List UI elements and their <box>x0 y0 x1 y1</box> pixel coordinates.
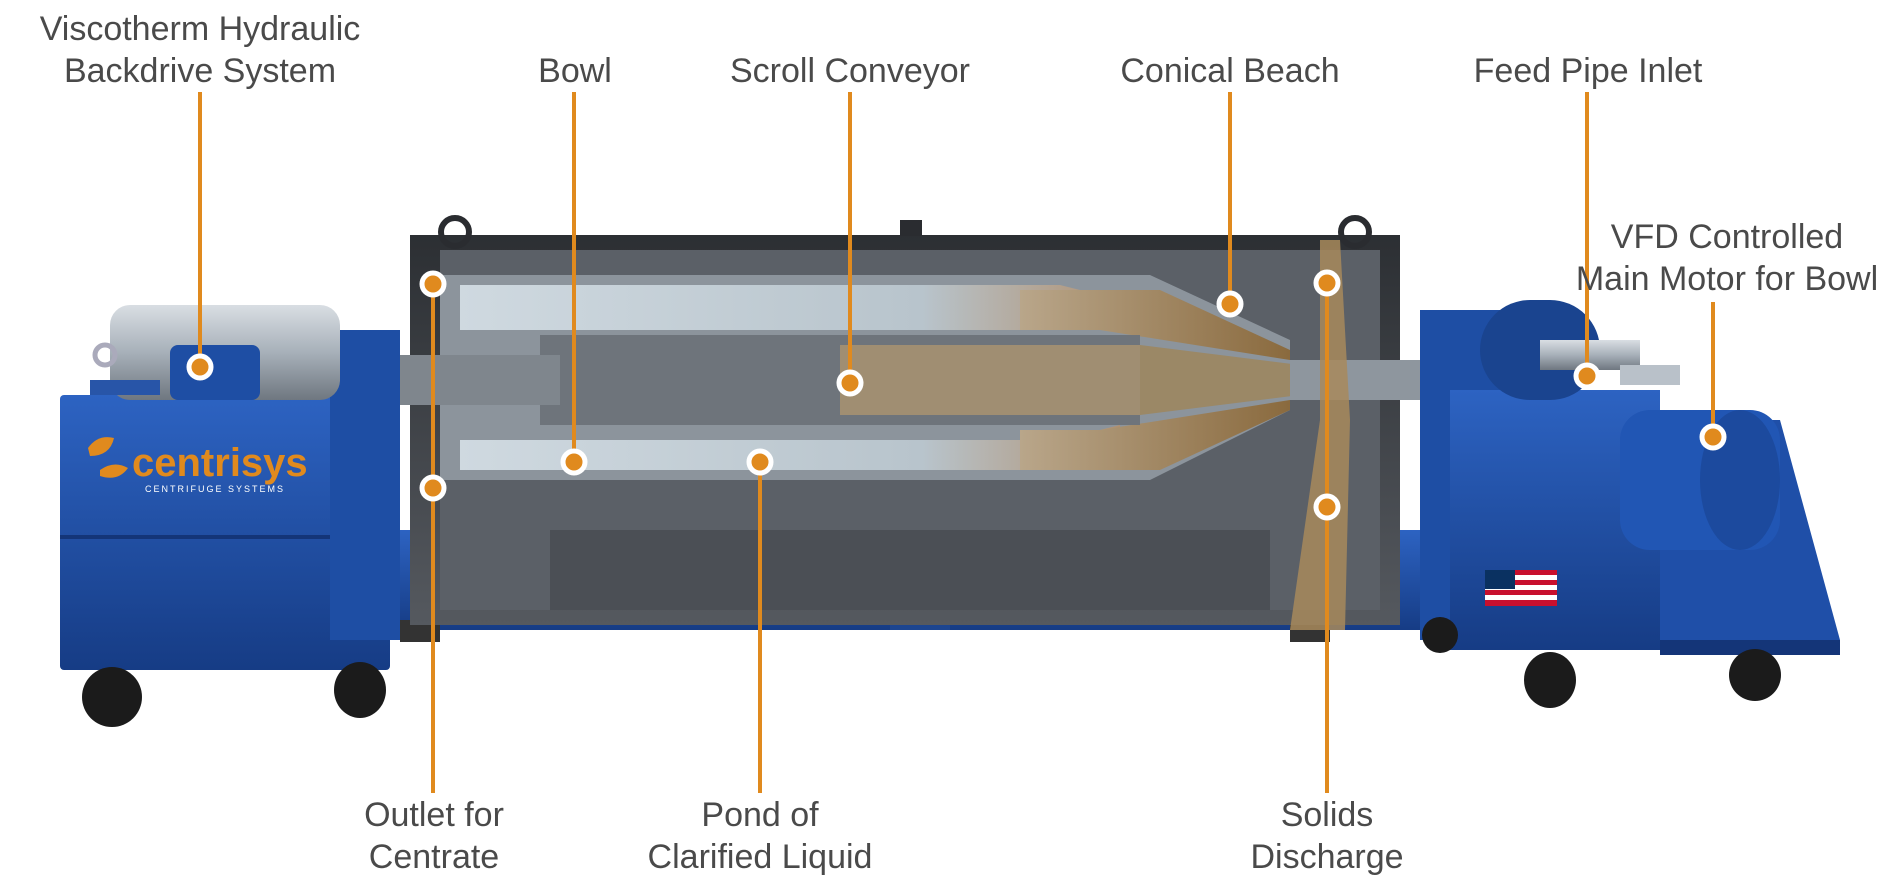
marker-solids-bottom <box>1313 493 1341 521</box>
right-drive-assembly <box>1420 300 1840 708</box>
marker-beach <box>1216 290 1244 318</box>
label-scroll: Scroll Conveyor <box>730 50 970 92</box>
scroll-conveyor <box>400 335 1420 425</box>
bowl-shell <box>440 275 1290 480</box>
label-backdrive-line1: Viscotherm Hydraulic <box>39 10 361 48</box>
label-feed-line1: Feed Pipe Inlet <box>1473 52 1703 90</box>
marker-solids-top <box>1313 269 1341 297</box>
label-beach-line1: Conical Beach <box>1120 52 1340 90</box>
label-outlet: Outlet for Centrate <box>364 794 504 878</box>
label-pond: Pond of Clarified Liquid <box>648 794 873 878</box>
label-scroll-line1: Scroll Conveyor <box>730 52 970 90</box>
label-bowl: Bowl <box>538 50 612 92</box>
label-feed: Feed Pipe Inlet <box>1474 50 1703 92</box>
us-flag-icon <box>1485 570 1557 606</box>
marker-outlet-top <box>419 270 447 298</box>
label-pond-line1: Pond of <box>701 796 819 834</box>
label-backdrive-line2: Backdrive System <box>63 52 337 90</box>
marker-feed <box>1573 362 1601 390</box>
centrisys-leaf-logo-icon <box>88 437 128 478</box>
marker-pond <box>746 448 774 476</box>
logo-tagline: CENTRIFUGE SYSTEMS <box>145 484 285 494</box>
solids-discharge-plume <box>1290 240 1350 630</box>
backdrive-unit <box>90 305 340 400</box>
marker-motor <box>1699 423 1727 451</box>
marker-backdrive <box>186 353 214 381</box>
marker-scroll <box>836 369 864 397</box>
label-motor-line2: Main Motor for Bowl <box>1575 260 1879 298</box>
label-solids-line1: Solids <box>1280 796 1374 834</box>
label-backdrive: Viscotherm Hydraulic Backdrive System <box>40 8 361 92</box>
label-beach: Conical Beach <box>1120 50 1339 92</box>
label-pond-line2: Clarified Liquid <box>647 838 873 876</box>
label-bowl-line1: Bowl <box>538 52 612 90</box>
logo-wordmark: centrisys <box>132 441 308 485</box>
label-solids-line2: Discharge <box>1250 838 1404 876</box>
centrisys-logo: centrisys CENTRIFUGE SYSTEMS <box>88 437 308 494</box>
callout-leaders <box>198 92 1715 793</box>
left-drive-cabinet <box>60 330 400 727</box>
label-motor-line1: VFD Controlled <box>1610 218 1844 256</box>
label-solids: Solids Discharge <box>1250 794 1403 878</box>
callout-markers <box>186 269 1727 521</box>
label-motor: VFD Controlled Main Motor for Bowl <box>1576 216 1878 300</box>
label-outlet-line1: Outlet for <box>364 796 504 834</box>
label-outlet-line2: Centrate <box>368 838 500 876</box>
marker-bowl <box>560 448 588 476</box>
marker-outlet-bottom <box>419 474 447 502</box>
